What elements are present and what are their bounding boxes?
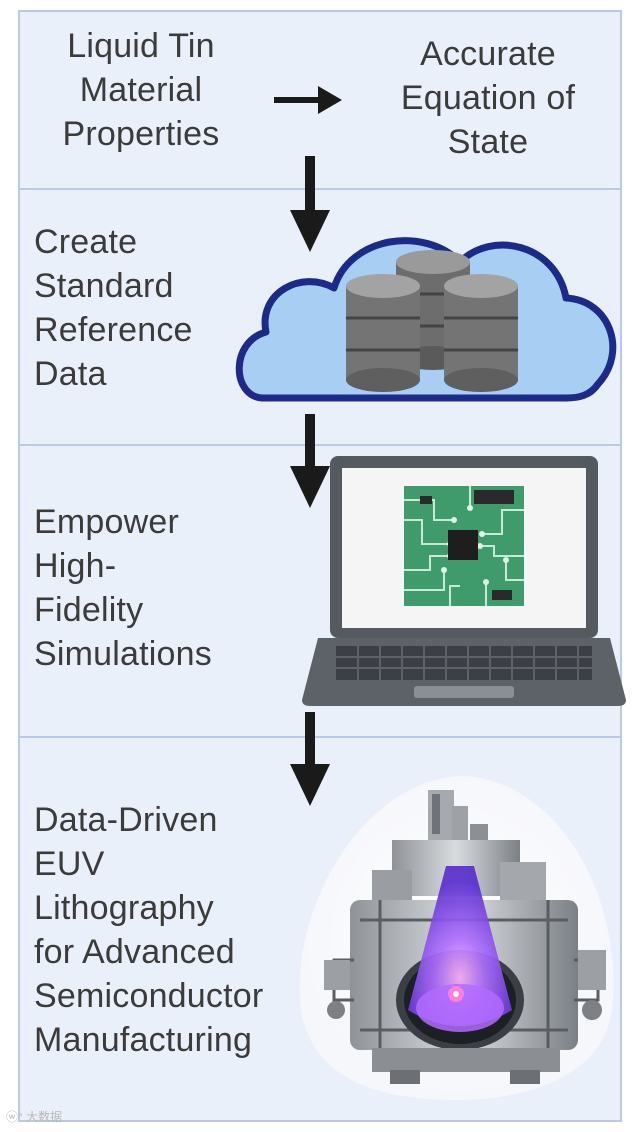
- result-line: Accurate: [420, 35, 556, 73]
- step-2-line: Create: [34, 223, 138, 261]
- step-3-line: Simulations: [34, 635, 212, 673]
- step-4-line: EUV: [34, 845, 105, 883]
- result-line: State: [447, 123, 529, 161]
- step-3-line: Empower: [34, 503, 180, 541]
- step-4-line: Data-Driven: [34, 801, 218, 839]
- euv-machine-icon: [299, 776, 614, 1100]
- step-1-line: Properties: [62, 115, 220, 153]
- result-label: Accurate Equation of State: [368, 32, 608, 164]
- step-3-line: Fidelity: [34, 591, 144, 629]
- down-arrow-icon: [290, 156, 330, 252]
- step-1-line: Material: [79, 71, 203, 109]
- right-arrow-icon: [274, 86, 342, 114]
- step-3-label: Empower High- Fidelity Simulations: [34, 500, 212, 676]
- step-2-label: Create Standard Reference Data: [34, 220, 193, 396]
- step-4-line: for Advanced: [34, 933, 235, 971]
- down-arrow-icon: [290, 712, 330, 806]
- step-2-line: Reference: [34, 311, 193, 349]
- step-2-line: Standard: [34, 267, 174, 305]
- step-3-line: High-: [34, 547, 117, 585]
- step-1-line: Liquid Tin: [67, 27, 215, 65]
- watermark: ⓦ° 大数据: [6, 1110, 63, 1124]
- step-4-line: Manufacturing: [34, 1021, 253, 1059]
- step-1-label: Liquid Tin Material Properties: [34, 24, 248, 156]
- down-arrow-icon: [290, 414, 330, 508]
- step-2-line: Data: [34, 355, 107, 393]
- step-4-line: Lithography: [34, 889, 214, 927]
- cloud-database-icon: [235, 237, 617, 402]
- result-line: Equation of: [400, 79, 576, 117]
- step-4-label: Data-Driven EUV Lithography for Advanced…: [34, 798, 263, 1062]
- laptop-circuit-icon: [302, 456, 626, 706]
- step-4-line: Semiconductor: [34, 977, 264, 1015]
